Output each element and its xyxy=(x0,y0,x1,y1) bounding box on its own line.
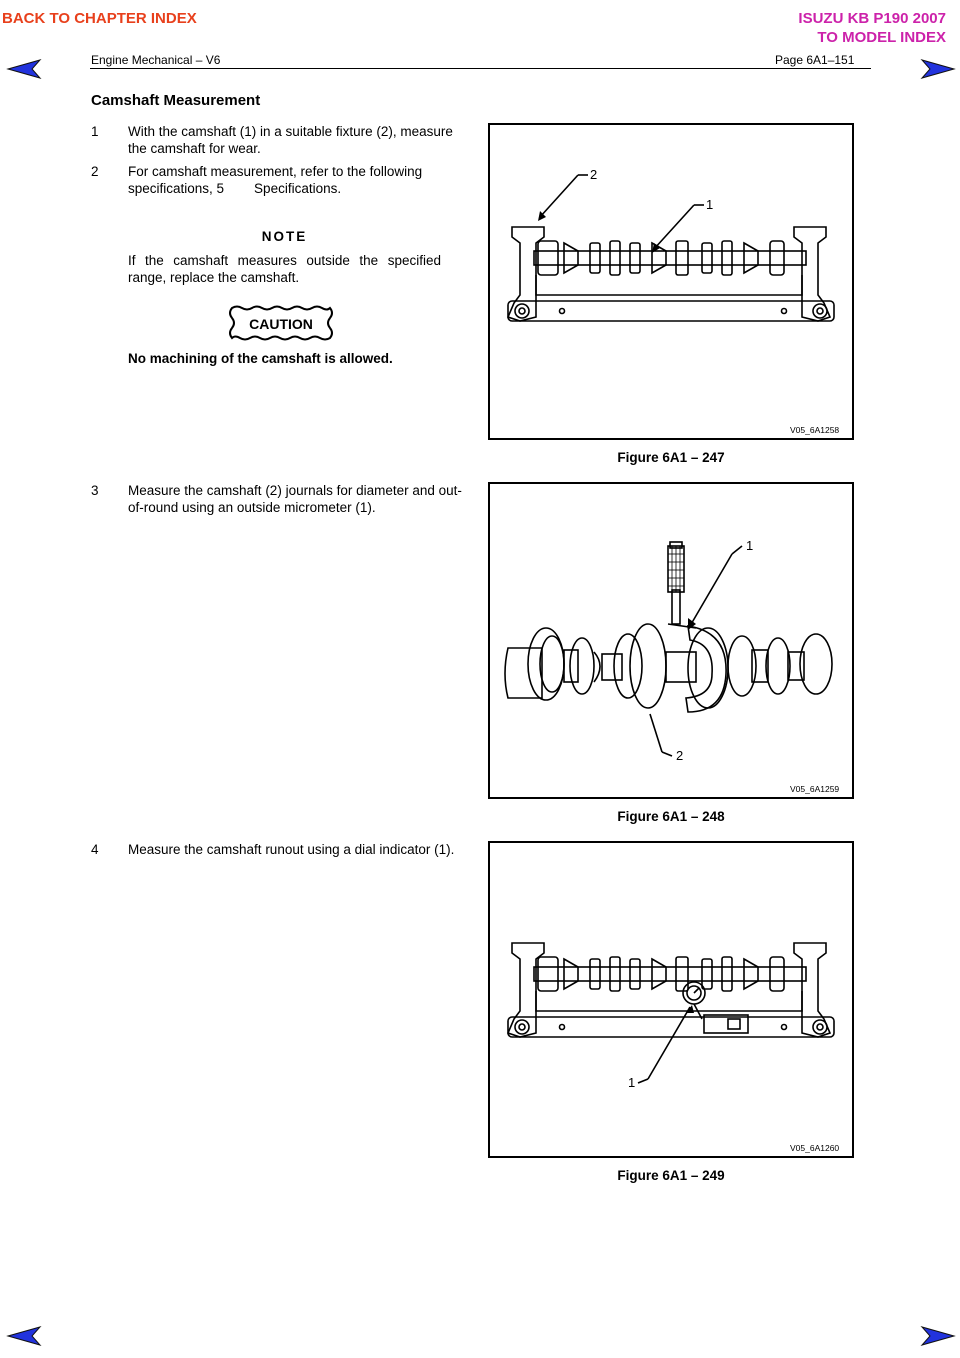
step-number: 1 xyxy=(91,124,99,139)
callout-1: 1 xyxy=(628,1075,635,1090)
step-number: 3 xyxy=(91,483,99,498)
callout-2: 2 xyxy=(676,748,683,763)
step-text: With the camshaft (1) in a suitable fixt… xyxy=(128,124,453,156)
figure-caption-247: Figure 6A1 – 247 xyxy=(617,450,725,465)
header-rule xyxy=(90,68,871,69)
camshaft-fixture-illustration: 2 1 V05_6A1258 xyxy=(506,167,839,435)
note-heading: NOTE xyxy=(261,229,308,244)
prev-page-bottom-arrow-icon[interactable] xyxy=(6,1325,42,1347)
caution-badge: CAUTION xyxy=(229,305,333,341)
figure-caption-248: Figure 6A1 – 248 xyxy=(617,809,725,824)
back-to-chapter-index-link[interactable]: BACK TO CHAPTER INDEX xyxy=(2,10,197,27)
step-number: 4 xyxy=(91,842,99,857)
step-text: Measure the camshaft (2) journals for di… xyxy=(128,483,462,515)
figure-code: V05_6A1259 xyxy=(790,784,839,794)
to-model-index-link[interactable]: TO MODEL INDEX xyxy=(817,29,946,46)
dial-indicator-illustration: 1 V05_6A1260 xyxy=(506,942,839,1153)
step-2: 2 For camshaft measurement, refer to the… xyxy=(91,163,463,197)
step-text: Measure the camshaft runout using a dial… xyxy=(128,842,455,857)
section-title: Camshaft Measurement xyxy=(91,92,261,109)
figure-caption-249: Figure 6A1 – 249 xyxy=(617,1168,725,1183)
figure-249: 1 V05_6A1260 xyxy=(488,841,854,1158)
figure-248: 1 2 V05_6A1259 xyxy=(488,482,854,799)
note-text: If the camshaft measures outside the spe… xyxy=(128,253,441,285)
figure-247: 2 1 V05_6A1258 xyxy=(488,123,854,440)
callout-1: 1 xyxy=(746,538,753,553)
step-3: 3 Measure the camshaft (2) journals for … xyxy=(91,482,463,516)
model-title-link[interactable]: ISUZU KB P190 2007 xyxy=(798,10,946,27)
callout-1: 1 xyxy=(706,197,713,212)
caution-text: No machining of the camshaft is allowed. xyxy=(128,351,393,366)
next-page-bottom-arrow-icon[interactable] xyxy=(920,1325,956,1347)
figure-code: V05_6A1258 xyxy=(790,425,839,435)
running-header-page: Page 6A1–151 xyxy=(775,53,855,67)
step-1: 1 With the camshaft (1) in a suitable fi… xyxy=(91,123,463,157)
next-page-arrow-icon[interactable] xyxy=(920,58,956,80)
figure-code: V05_6A1260 xyxy=(790,1143,839,1153)
step-4: 4 Measure the camshaft runout using a di… xyxy=(91,841,463,858)
step-text: For camshaft measurement, refer to the f… xyxy=(128,164,426,196)
caution-label: CAUTION xyxy=(249,316,313,332)
micrometer-illustration: 1 2 V05_6A1259 xyxy=(504,538,839,794)
callout-2: 2 xyxy=(590,167,597,182)
prev-page-arrow-icon[interactable] xyxy=(6,58,42,80)
step-number: 2 xyxy=(91,164,99,179)
running-header-left: Engine Mechanical – V6 xyxy=(91,53,221,67)
